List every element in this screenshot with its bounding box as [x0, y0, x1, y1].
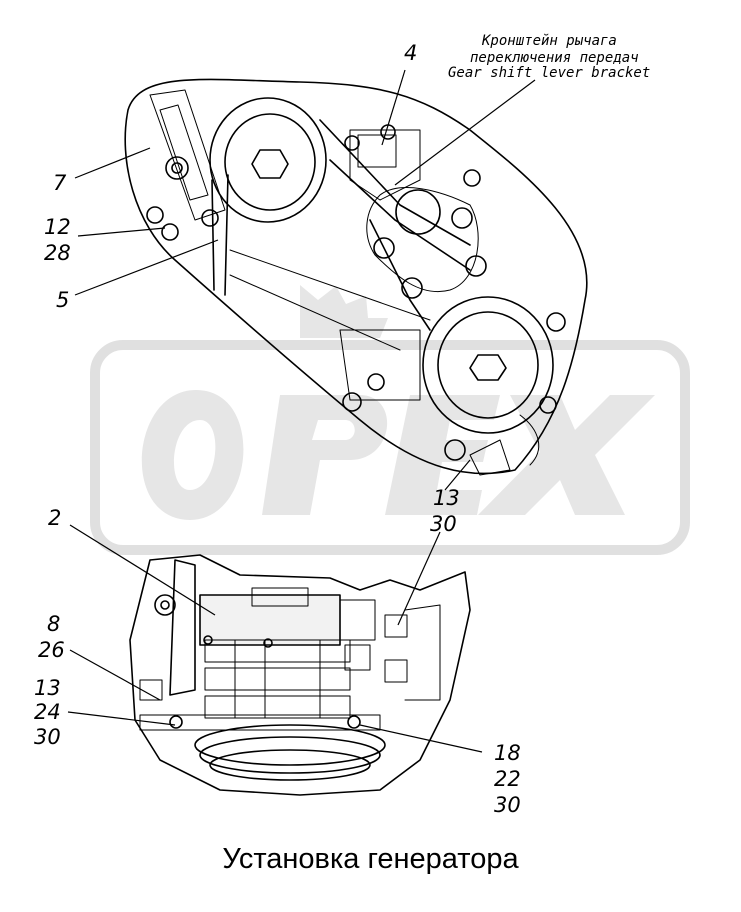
callouts: 4 7 12 28 5 13 30 2 8 26 13 24 30 18 22 …: [34, 41, 521, 817]
callout-30-right: 30: [494, 793, 521, 817]
leader-8: [69, 649, 161, 701]
leader-12: [77, 227, 166, 237]
leader-4: [381, 69, 406, 146]
upper-view-belt-drive: [124, 78, 588, 476]
callout-22: 22: [494, 767, 521, 791]
bracket-note-line2: переключения передач: [470, 50, 639, 66]
callout-28: 28: [44, 241, 71, 265]
bracket-note: Кронштейн рычага переключения передач Ge…: [448, 33, 650, 81]
callout-18: 18: [494, 741, 521, 765]
callout-8: 8: [47, 612, 60, 636]
lower-view-generator: [129, 554, 471, 796]
leader-30-top: [397, 531, 441, 626]
leader-7: [74, 147, 151, 179]
callout-7: 7: [53, 171, 67, 195]
callout-30-bottom: 30: [34, 725, 61, 749]
callout-26: 26: [38, 638, 65, 662]
leader-24: [67, 711, 176, 726]
watermark: [90, 285, 690, 555]
leader-2: [69, 524, 216, 616]
callout-12: 12: [44, 215, 71, 239]
bracket-note-line3: Gear shift lever bracket: [448, 65, 650, 81]
callout-13-top: 13: [433, 486, 460, 510]
diagram-caption: Установка генератора: [222, 843, 519, 875]
leader-13-top: [444, 459, 471, 491]
callout-30-top: 30: [430, 512, 457, 536]
callout-2: 2: [48, 506, 61, 530]
leader-bracket: [394, 79, 536, 186]
callout-4: 4: [404, 41, 417, 65]
callout-5: 5: [56, 288, 69, 312]
callout-13-bottom: 13: [34, 676, 61, 700]
callout-24: 24: [34, 700, 61, 724]
leader-lines: [67, 69, 536, 753]
leader-18: [359, 724, 483, 753]
bracket-note-line1: Кронштейн рычага: [481, 33, 617, 49]
leader-5: [74, 239, 219, 296]
